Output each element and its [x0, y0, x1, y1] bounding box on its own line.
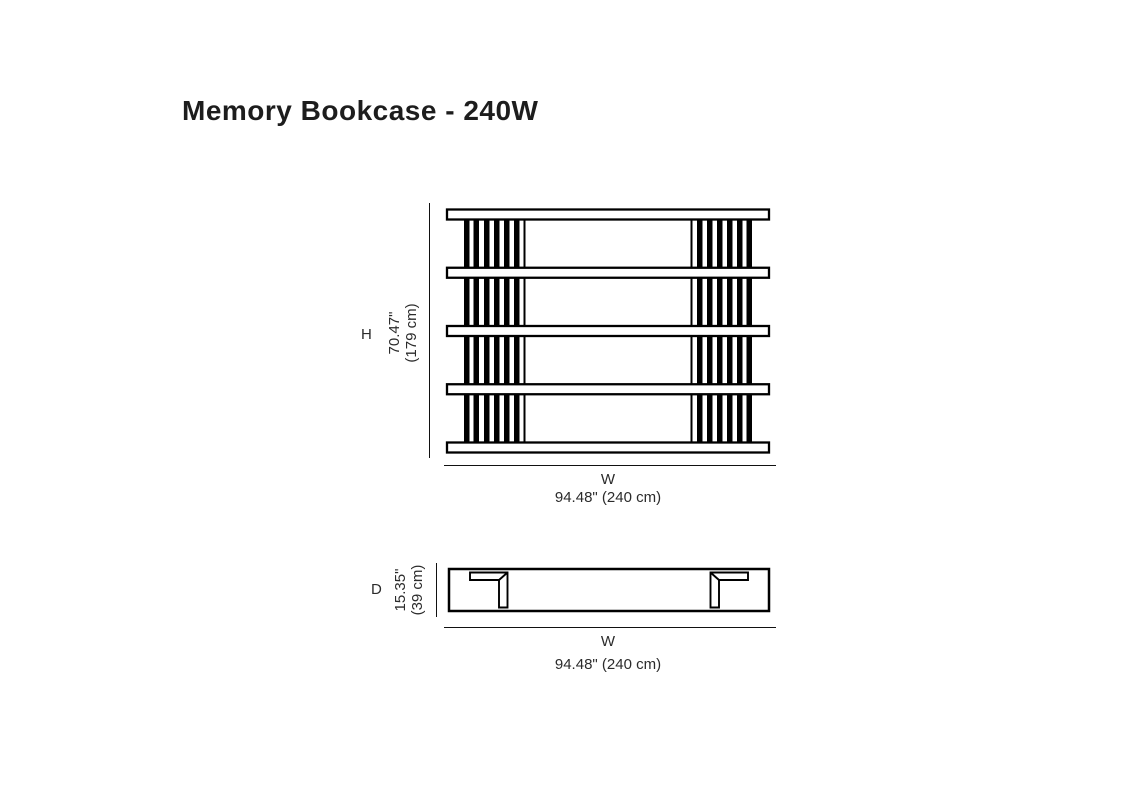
front-width-metric: (240 cm) [601, 489, 662, 506]
plan-width-axis-label: W [600, 633, 616, 650]
shelves [445, 208, 771, 454]
height-dimension-line [429, 203, 431, 458]
bookcase-plan-view-drawing [447, 567, 771, 613]
depth-dimension-line [436, 563, 438, 617]
front-width-inches: 94.48" [554, 489, 598, 506]
depth-axis-label: D [371, 581, 382, 598]
plan-width-dimension-line [444, 627, 776, 629]
page-title: Memory Bookcase - 240W [182, 95, 539, 126]
right-support-bracket [709, 571, 749, 609]
plan-width-dimension: W 94.48" (240 cm) [508, 633, 708, 673]
height-metric: (179 cm) [403, 303, 420, 363]
plan-width-inches: 94.48" [554, 656, 598, 673]
height-dimension-value: 70.47" (179 cm) [386, 273, 422, 393]
left-support-bracket [469, 571, 509, 609]
plan-width-metric: (240 cm) [601, 656, 662, 673]
front-width-dimension-line [444, 465, 776, 467]
height-inches: 70.47" [386, 311, 403, 355]
depth-dimension-value: 15.35" (39 cm) [392, 530, 428, 650]
bookcase-front-view-drawing [445, 208, 771, 454]
depth-inches: 15.35" [392, 568, 409, 612]
depth-metric: (39 cm) [409, 564, 426, 616]
front-width-dimension: W 94.48" (240 cm) [508, 471, 708, 506]
front-width-axis-label: W [600, 471, 616, 488]
height-axis-label: H [361, 326, 372, 343]
